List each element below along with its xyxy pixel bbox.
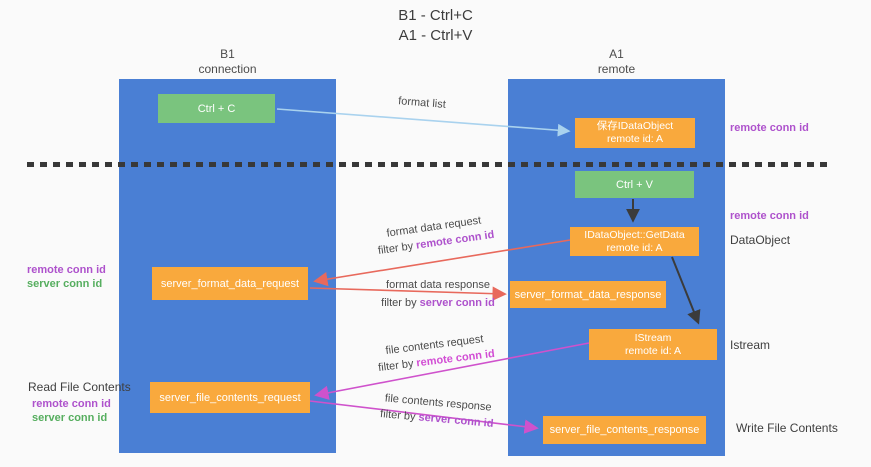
- title-line-a1: A1 - Ctrl+V: [398, 27, 473, 44]
- node-label: Ctrl + C: [197, 102, 236, 115]
- node-server-file-contents-response: server_file_contents_response: [543, 416, 706, 444]
- filter-key-server-conn-id: server conn id: [419, 297, 495, 309]
- node-istream: IStream remote id: A: [589, 329, 717, 360]
- annotation-read-file-contents: Read File Contents: [28, 380, 131, 394]
- node-label-line2: remote id: A: [624, 344, 682, 357]
- arrow-file-contents-request: [314, 342, 590, 400]
- title-line-b1: B1 - Ctrl+C: [398, 7, 473, 24]
- dashed-separator-line: [27, 162, 832, 167]
- annotation-conn-ids-file: remote conn id server conn id: [32, 397, 111, 425]
- arrow-format-data-response: [309, 286, 507, 301]
- server-conn-id-label: server conn id: [32, 412, 108, 424]
- node-server-format-data-request: server_format_data_request: [152, 267, 308, 300]
- node-ctrl-v: Ctrl + V: [575, 171, 694, 198]
- remote-conn-id-label: remote conn id: [730, 210, 809, 222]
- diagram-title: B1 - Ctrl+C A1 - Ctrl+V: [0, 6, 871, 46]
- annotation-write-file-contents: Write File Contents: [736, 421, 838, 435]
- node-server-format-data-response: server_format_data_response: [510, 281, 666, 308]
- node-label-line1: IDataObject::GetData: [584, 228, 685, 241]
- server-conn-id-label: server conn id: [27, 278, 103, 290]
- arrow-format-data-request: [313, 239, 571, 287]
- node-label-line2: remote id: A: [606, 133, 664, 145]
- node-server-file-contents-request: server_file_contents_request: [150, 382, 310, 413]
- lane-name: A1: [609, 47, 624, 61]
- arrow-getdata-to-istream: [671, 256, 701, 325]
- remote-conn-id-label: remote conn id: [27, 264, 106, 276]
- annotation-remote-conn-id-mid: remote conn id: [730, 209, 809, 223]
- lane-header-a1-remote: A1 remote: [508, 47, 725, 77]
- node-label-line1: 保存IDataObject: [596, 120, 674, 132]
- filter-by-text: filter by: [381, 297, 417, 309]
- annotation-conn-ids-format: remote conn id server conn id: [27, 263, 106, 291]
- edge-label-text: format data response: [386, 279, 490, 291]
- annotation-dataobject: DataObject: [730, 233, 791, 247]
- node-label: server_format_data_response: [514, 288, 662, 301]
- node-label: server_format_data_request: [160, 277, 300, 290]
- node-label: server_file_contents_request: [159, 391, 301, 404]
- node-label-line2: remote id: A: [606, 241, 663, 254]
- lane-header-b1-connection: B1 connection: [119, 47, 336, 77]
- lane-name: B1: [220, 47, 235, 61]
- remote-conn-id-label: remote conn id: [730, 122, 809, 134]
- node-label: server_file_contents_response: [549, 424, 700, 436]
- node-save-idataobject: 保存IDataObject remote id: A: [575, 118, 695, 148]
- lane-role: remote: [597, 62, 636, 76]
- lane-role: connection: [198, 62, 257, 76]
- node-label: Ctrl + V: [616, 178, 653, 191]
- annotation-istream: Istream: [730, 338, 771, 352]
- node-ctrl-c: Ctrl + C: [158, 94, 275, 123]
- node-idataobject-getdata: IDataObject::GetData remote id: A: [570, 227, 699, 256]
- annotation-remote-conn-id-top: remote conn id: [730, 121, 809, 135]
- arrow-format-list: [276, 108, 571, 137]
- arrow-file-contents-response: [309, 400, 539, 434]
- node-label-line1: IStream: [634, 331, 672, 344]
- remote-conn-id-label: remote conn id: [32, 398, 111, 410]
